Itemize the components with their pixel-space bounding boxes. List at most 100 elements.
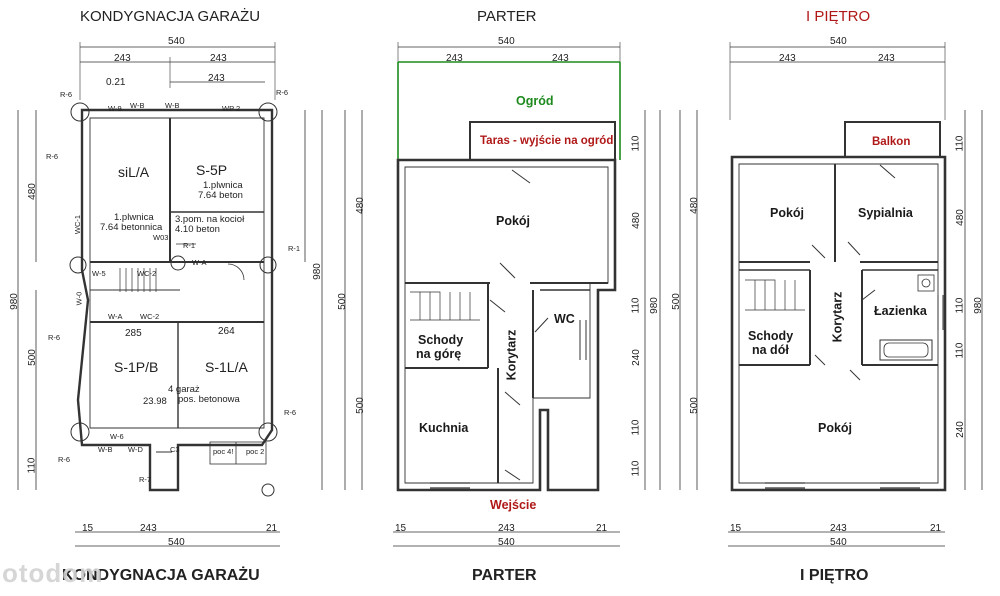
note-kociol: 3.pom. na kocioł: [175, 214, 245, 225]
dim-21: 21: [930, 523, 942, 534]
label-wc: WC: [554, 312, 575, 326]
tag-wc2: WC-2: [137, 269, 157, 278]
label-corridor: Korytarz: [830, 291, 845, 343]
dim-243: 243: [446, 53, 463, 64]
room-s1la: S-1L/A: [205, 359, 248, 375]
note-kociol-area: 4.10 beton: [175, 224, 220, 235]
note-w03: W03: [153, 233, 169, 242]
dim-980: 980: [648, 297, 660, 314]
note-plwnica-2: 1.plwnica: [203, 180, 243, 191]
dim-110: 110: [26, 457, 38, 474]
dim-110: 110: [954, 297, 966, 314]
tag-w9: W-9: [108, 104, 122, 113]
dim-243: 243: [498, 523, 515, 534]
dim-500: 500: [688, 397, 700, 414]
tag-wd: W-D: [128, 445, 143, 454]
dim-243: 243: [140, 523, 157, 534]
note-garage: 4 garaż: [168, 384, 200, 395]
garage-header: KONDYGNACJA GARAŻU: [80, 8, 261, 25]
dim-500: 500: [670, 293, 682, 310]
tag-wa: W-A: [108, 312, 123, 321]
dim-980: 980: [972, 297, 984, 314]
dim-240: 240: [954, 421, 966, 438]
dim-243: 243: [552, 53, 569, 64]
dim-500: 500: [26, 349, 38, 366]
tag-wp2: WP 2: [222, 104, 241, 113]
tag-w5: W-5: [92, 269, 106, 278]
dim-243: 243: [779, 53, 796, 64]
tag-r6: R-6: [46, 152, 59, 161]
dim-480: 480: [354, 197, 366, 214]
dim-480: 480: [630, 212, 642, 229]
tag-wc2: WC-2: [140, 312, 160, 321]
tag-r6: R-6: [58, 455, 71, 464]
watermark-logo: otodom: [2, 558, 104, 588]
dim-540: 540: [168, 36, 185, 47]
dim-500: 500: [336, 293, 348, 310]
dim-021: 0.21: [106, 77, 126, 88]
dim-980: 980: [8, 293, 20, 310]
note-garage-floor: pos. betonowa: [178, 394, 240, 405]
dim-110: 110: [630, 135, 642, 152]
tag-r6: R-6: [60, 90, 73, 99]
ground-plan: [344, 42, 661, 547]
label-stairs-down: Schody: [748, 329, 794, 343]
dim-540: 540: [830, 537, 847, 548]
label-bedroom: Sypialnia: [858, 206, 913, 220]
dim-285: 285: [125, 328, 142, 339]
tag-w6: W-6: [110, 432, 124, 441]
dim-540: 540: [498, 36, 515, 47]
note-poc4: poc 4!: [213, 447, 234, 456]
label-entrance: Wejście: [490, 498, 537, 512]
tag-r6: R-6: [276, 88, 289, 97]
first-floor-plan: [679, 42, 983, 547]
dim-110: 110: [630, 460, 642, 477]
dim-980: 980: [311, 263, 323, 280]
tag-wb: W-B: [130, 101, 145, 110]
tag-r6: R-6: [284, 408, 297, 417]
dim-110: 110: [630, 297, 642, 314]
note-garage-area: 23.98: [143, 396, 167, 407]
tag-r1: R-1: [288, 244, 301, 253]
dim-540: 540: [168, 537, 185, 548]
garage-footer: KONDYGNACJA GARAŻU: [62, 567, 260, 584]
dim-15: 15: [395, 523, 407, 534]
note-poc2: poc 2: [246, 447, 265, 456]
tag-wc1: WC-1: [73, 214, 83, 235]
dim-480: 480: [688, 197, 700, 214]
dim-110: 110: [954, 135, 966, 152]
dim-15: 15: [82, 523, 94, 534]
first-floor-footer: I PIĘTRO: [800, 567, 869, 584]
dim-480: 480: [26, 183, 38, 200]
label-room-2: Pokój: [818, 421, 853, 435]
ground-header: PARTER: [477, 8, 537, 25]
label-stairs-up-2: na górę: [416, 347, 462, 361]
dim-540: 540: [498, 537, 515, 548]
tag-r6: R-6: [48, 333, 61, 342]
tag-c3: C3: [170, 445, 180, 454]
dim-21: 21: [266, 523, 278, 534]
tag-wb: W-B: [98, 445, 113, 454]
dim-243: 243: [878, 53, 895, 64]
label-terrace: Taras - wyjście na ogród: [480, 135, 614, 147]
room-s1pb: S-1P/B: [114, 359, 159, 375]
label-bathroom: Łazienka: [874, 304, 927, 318]
tag-r7: R-7: [139, 475, 152, 484]
dim-243: 243: [208, 73, 225, 84]
dim-110: 110: [630, 419, 642, 436]
dim-264: 264: [218, 326, 235, 337]
garage-plan: [17, 42, 323, 547]
label-stairs-down-2: na dół: [752, 343, 789, 357]
room-s5p: S-5P: [196, 162, 228, 178]
dim-243: 243: [210, 53, 227, 64]
ground-footer: PARTER: [472, 567, 537, 584]
label-garden: Ogród: [516, 94, 554, 108]
first-floor-header: I PIĘTRO: [806, 8, 871, 25]
dim-243: 243: [114, 53, 131, 64]
room-sil: siL/A: [118, 164, 150, 180]
dim-21: 21: [596, 523, 608, 534]
dim-480: 480: [954, 209, 966, 226]
tag-w0: W-0: [74, 291, 84, 306]
